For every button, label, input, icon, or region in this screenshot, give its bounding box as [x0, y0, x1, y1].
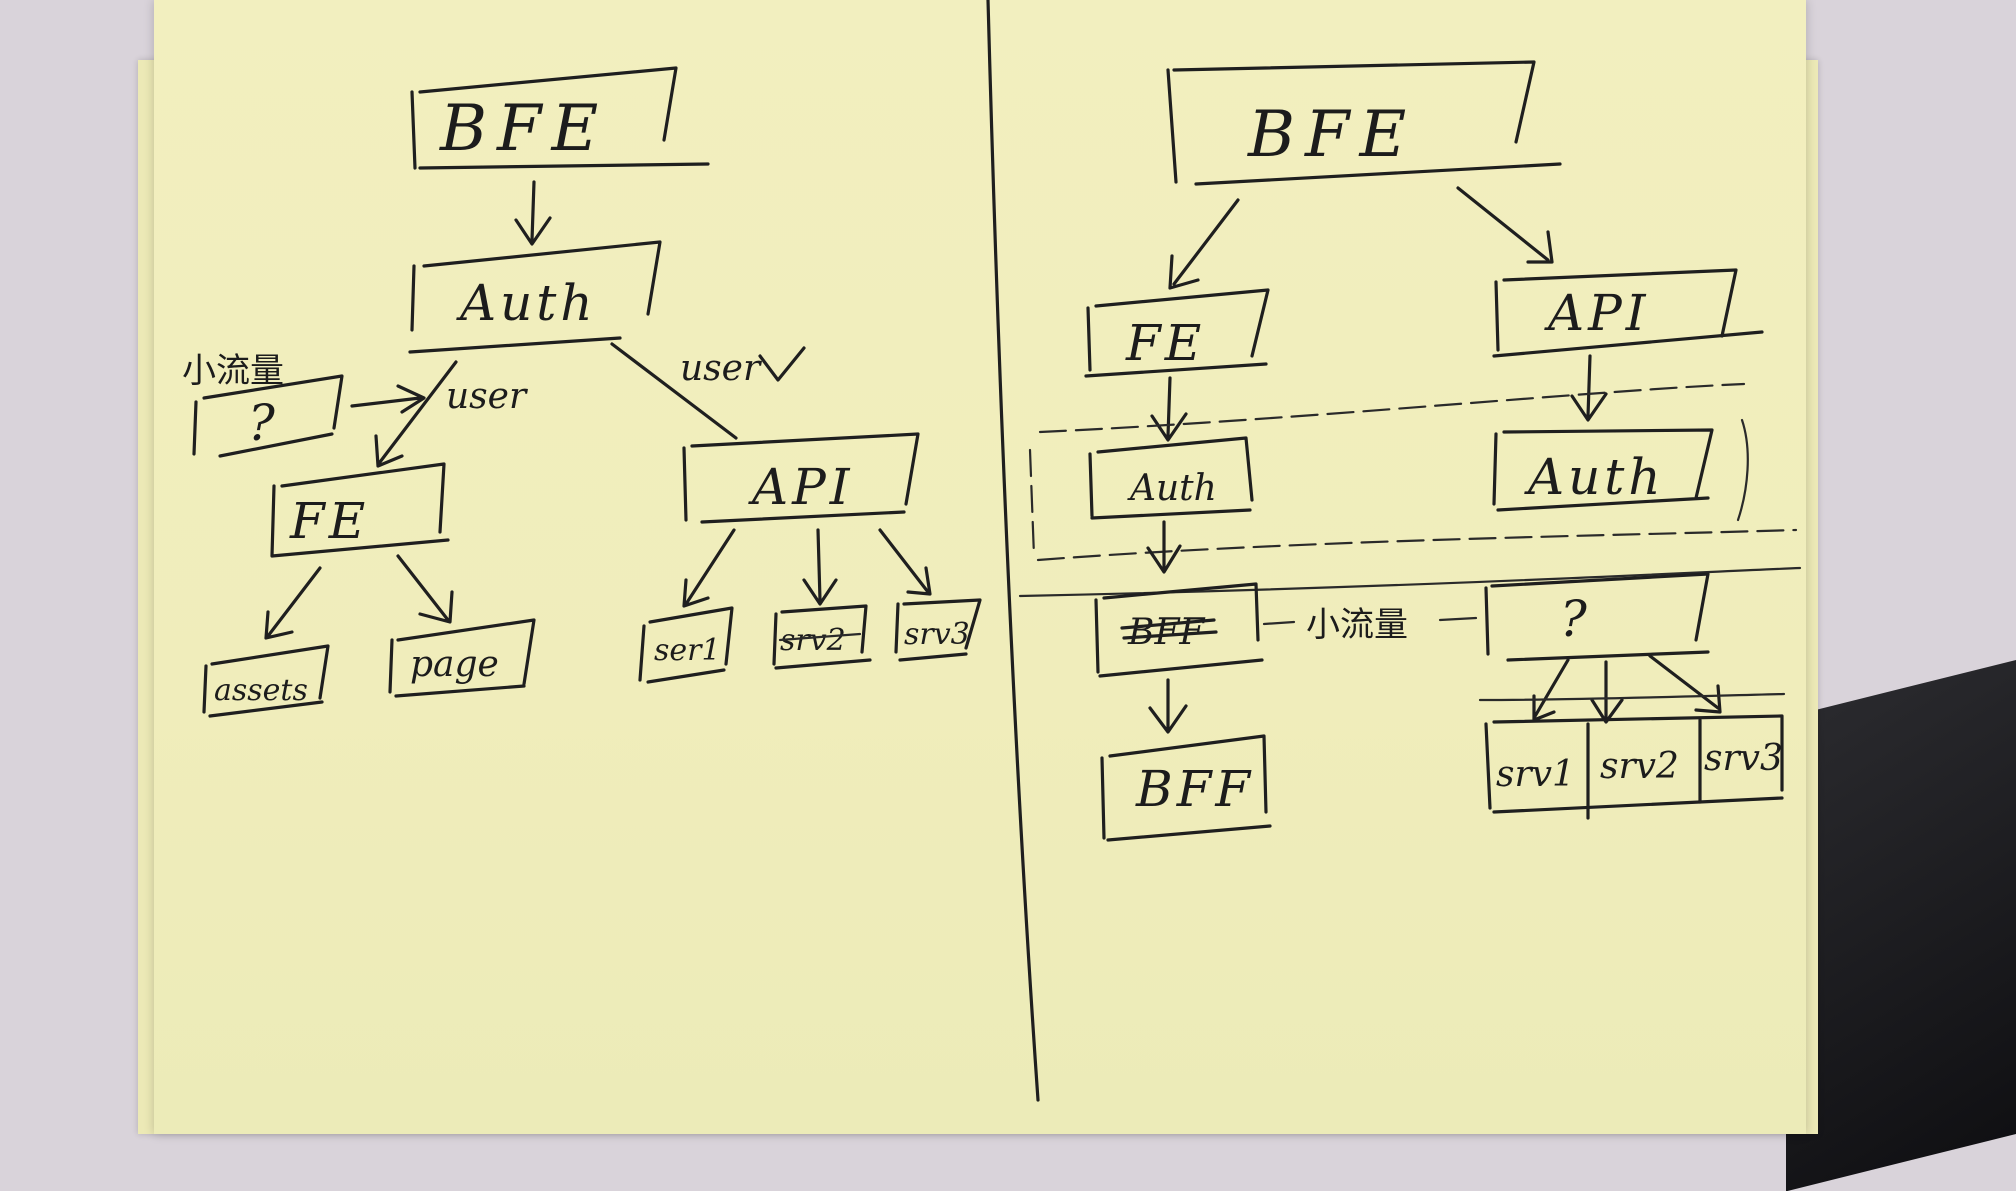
arrow-fe-to-assets: [264, 566, 322, 640]
left-user-label-b: user: [680, 348, 762, 389]
left-srv3-label: srv3: [904, 617, 970, 652]
left-page-label: page: [410, 644, 499, 685]
left-bfe-box: BFE: [410, 66, 710, 170]
right-bff-box: BFF: [1100, 734, 1272, 842]
layer-separator-line: [1018, 566, 1802, 598]
right-bff-label: BFF: [1135, 760, 1254, 818]
left-srv1-box: ser1: [638, 606, 734, 684]
right-srv1-label: srv1: [1496, 754, 1575, 795]
paper-sheet: [154, 0, 1806, 1134]
arrow-api-to-srv2: [802, 528, 838, 606]
right-api-label: API: [1544, 284, 1650, 342]
arrow-auth-to-fe: [374, 360, 458, 468]
arrow-api-to-srv3: [878, 528, 932, 596]
arrow-question-to-srv3: [1648, 654, 1722, 714]
arrow-api-to-srv1: [682, 528, 736, 608]
arrow-auth-to-api: [610, 342, 738, 440]
arrow-question-to-user: [350, 384, 426, 414]
right-auth-api-box: Auth: [1492, 428, 1714, 512]
right-question-box: ?: [1484, 572, 1710, 662]
left-page-box: page: [388, 618, 536, 698]
user-checkmark: [758, 346, 806, 382]
right-auth-api-label: Auth: [1524, 448, 1665, 506]
arrow-question-to-srv1: [1532, 658, 1570, 722]
srv-layer-line: [1478, 692, 1786, 702]
left-auth-box: Auth: [408, 240, 662, 354]
right-question-label: ?: [1560, 590, 1591, 648]
right-bfe-label: BFE: [1247, 98, 1416, 172]
arrow-bfe-to-auth: [514, 180, 552, 246]
right-bff-struck-box: BFF: [1094, 582, 1264, 678]
right-srv-row-box: srv1 srv2 srv3: [1484, 714, 1784, 820]
right-api-box: API: [1492, 268, 1764, 358]
connector-left-dash: [1262, 620, 1296, 626]
center-divider: [986, 0, 1040, 1102]
arrow-to-bff: [1148, 678, 1188, 734]
right-srv3-label: srv3: [1704, 738, 1783, 779]
srv2-strike: [778, 632, 862, 642]
left-user-label-a: user: [446, 376, 528, 417]
right-bfe-box: BFE: [1166, 60, 1562, 186]
right-small-traffic-label: 小流量: [1306, 605, 1408, 645]
right-fe-box: FE: [1084, 288, 1270, 378]
right-fe-label: FE: [1125, 314, 1205, 372]
connector-right-dash: [1438, 616, 1478, 622]
left-api-label: API: [748, 458, 854, 516]
left-question-label: ?: [248, 394, 279, 452]
auth-layer-top-dash: [1038, 382, 1746, 434]
left-assets-box: assets: [202, 644, 330, 718]
arrow-bfe-to-fe: [1168, 198, 1240, 290]
left-bfe-label: BFE: [439, 92, 608, 166]
left-fe-box: FE: [270, 462, 450, 558]
arrow-api-to-auth: [1570, 354, 1608, 422]
right-srv2-label: srv2: [1600, 746, 1679, 787]
arrow-fe-to-auth: [1150, 376, 1188, 442]
auth-layer-right-brace: [1736, 418, 1749, 522]
right-auth-fe-label: Auth: [1127, 468, 1217, 509]
left-srv2-label: srv2: [780, 623, 846, 658]
left-assets-label: assets: [214, 673, 308, 708]
handwritten-diagram: BFE Auth 小流量 ? user user FE assets page …: [182, 0, 1802, 1102]
left-api-box: API: [682, 432, 920, 524]
arrow-question-to-srv2: [1590, 660, 1624, 724]
left-srv3-box: srv3: [894, 598, 982, 662]
bff-strike: [1120, 618, 1218, 640]
right-auth-fe-box: Auth: [1088, 436, 1254, 520]
left-fe-label: FE: [289, 492, 369, 550]
left-auth-label: Auth: [456, 274, 597, 332]
left-srv1-label: ser1: [654, 633, 721, 668]
left-small-traffic-label: 小流量: [182, 351, 284, 391]
arrow-auth-to-bff: [1146, 520, 1182, 574]
left-question-box: 小流量 ?: [182, 351, 344, 458]
arrow-bfe-to-api: [1456, 186, 1554, 264]
auth-layer-left-dash: [1028, 448, 1036, 558]
arrow-fe-to-page: [396, 554, 454, 624]
left-srv2-box: srv2: [772, 604, 872, 670]
